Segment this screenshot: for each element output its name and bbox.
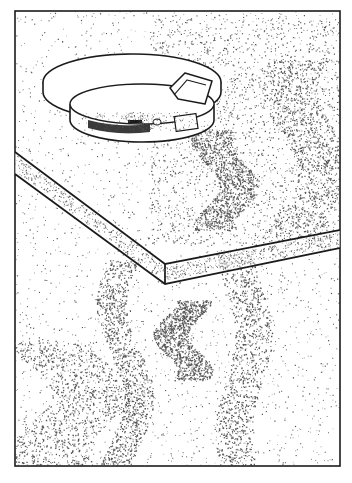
ceiling-slab: [15, 151, 340, 285]
smoke-haze: [15, 11, 340, 466]
smoke-detector-icon: [42, 53, 222, 143]
smoke-plume-icon: [15, 60, 340, 466]
